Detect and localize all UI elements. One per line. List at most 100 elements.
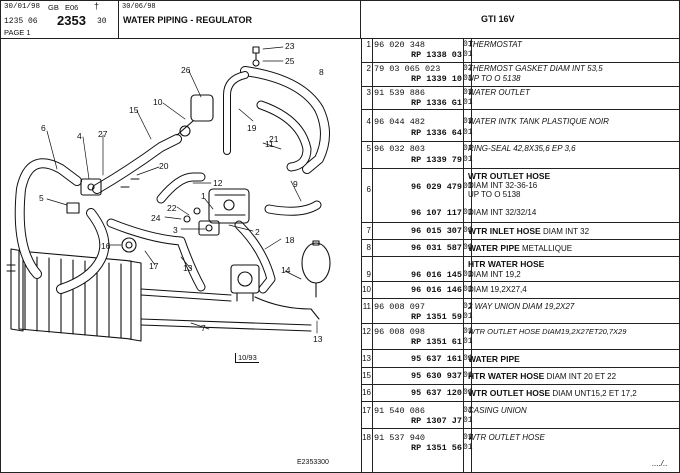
table-row: 10 96 016 146 01 DIAM 19,2X27,4: [362, 282, 679, 299]
part-reference: 96 008 098: [374, 327, 426, 337]
water-outlet-drawing: [176, 94, 214, 137]
part-name: WATER PIPE: [468, 243, 520, 253]
exploded-diagram: 23 25 26 8 10 15 19 6 4 27 11 20 12 9 5 …: [1, 39, 362, 472]
callout-2: 2: [255, 227, 260, 237]
item-number: 9: [366, 270, 371, 279]
callout-4: 4: [77, 131, 82, 141]
callout-20: 20: [159, 161, 169, 171]
part-reference: 79 03 065 023: [374, 64, 441, 74]
item-number: 11: [362, 302, 371, 311]
table-row: 4 96 044 482 RP 1336 64 01 01 WATER INTK…: [362, 110, 679, 142]
rp-code: RP 1339 10: [410, 74, 462, 84]
quantity: 01: [463, 285, 473, 294]
regulator-drawing: [230, 264, 260, 302]
rp-code: RP 1338 03: [410, 50, 462, 60]
part-note: UP TO O 5138: [468, 190, 521, 199]
part-name: WTR INLET HOSE: [468, 226, 541, 236]
part-reference: 95 637 120: [410, 388, 462, 398]
part-reference: 96 044 482: [374, 117, 426, 127]
quantity: 01: [463, 144, 473, 153]
callout-10: 10: [153, 97, 163, 107]
part-description: DIAM INT 32/32/14: [468, 208, 537, 217]
rp-code: RP 1351 61: [410, 337, 462, 347]
quantity: 01: [463, 388, 473, 397]
part-group-title: WTR OUTLET HOSE: [468, 171, 551, 181]
water-piping-drawing: 23 25 26 8 10 15 19 6 4 27 11 20 12 9 5 …: [6, 41, 331, 344]
callout-13-lower: 13: [313, 334, 323, 344]
callout-19: 19: [247, 123, 257, 133]
part-reference: 95 637 161: [410, 354, 462, 364]
part-reference: 96 031 587: [410, 243, 462, 253]
item-number: 3: [366, 88, 371, 97]
callout-13-upper: 13: [183, 263, 193, 273]
drawing-code: E2353300: [297, 459, 329, 466]
callout-25: 25: [285, 56, 295, 66]
table-row: 12 96 008 098 RP 1351 61 01 01 WTR OUTLE…: [362, 324, 679, 350]
callout-9: 9: [293, 179, 298, 189]
part-name: HTR WATER HOSE: [468, 371, 545, 381]
part-description: CASING UNION: [468, 406, 527, 415]
item-number: 15: [362, 371, 371, 380]
col-divider: [463, 39, 464, 472]
item-number: 13: [362, 354, 371, 363]
table-row: 2 79 03 065 023 RP 1339 10 02 01 THERMOS…: [362, 63, 679, 87]
callout-7: 7: [201, 323, 206, 333]
table-row: 6 WTR OUTLET HOSE 96 029 479 01 DIAM INT…: [362, 169, 679, 223]
item-number: 8: [366, 243, 371, 252]
callout-5: 5: [39, 193, 44, 203]
table-row: HTR WATER HOSE 9 96 016 145 01 DIAM INT …: [362, 257, 679, 282]
table-row: 18 91 537 940 RP 1351 56 01 01 WTR OUTLE…: [362, 429, 679, 472]
quantity: 01: [463, 117, 473, 126]
quantity: 01: [463, 155, 473, 164]
quantity: 01: [463, 443, 473, 452]
part-description: WATER INTK TANK PLASTIQUE NOIR: [468, 117, 609, 126]
quantity: 01: [463, 208, 473, 217]
callout-24: 24: [151, 213, 161, 223]
callout-27: 27: [98, 129, 108, 139]
part-name: WTR OUTLET HOSE: [468, 388, 551, 398]
callout-3: 3: [173, 225, 178, 235]
part-reference: 96 016 145: [410, 270, 462, 280]
callout-22: 22: [167, 203, 177, 213]
part-reference: 91 539 886: [374, 88, 426, 98]
rp-code: RP 1339 79: [410, 155, 462, 165]
part-reference: 91 540 086: [374, 406, 426, 416]
rp-code: RP 1351 59: [410, 312, 462, 322]
item-number: 6: [366, 185, 371, 194]
quantity: 01: [463, 406, 473, 415]
quantity: 01: [463, 337, 473, 346]
issue-date: 30/01/98: [4, 3, 41, 11]
parts-table: 1 96 020 348 RP 1338 03 01 01 THERMOSTAT…: [362, 39, 679, 472]
part-reference: 96 016 146: [410, 285, 462, 295]
part-reference: 96 032 803: [374, 144, 426, 154]
union-drawing: [66, 178, 102, 214]
part-description: RING-SEAL 42,8X35,6 EP 3,6: [468, 144, 576, 153]
thermostat-housing-drawing: [198, 188, 250, 236]
part-reference: 95 630 937: [410, 371, 462, 381]
callout-21: 21: [269, 134, 279, 144]
callout-15: 15: [129, 105, 139, 115]
part-description: THERMOST GASKET DIAM INT 53,5: [468, 64, 603, 73]
callout-17: 17: [149, 261, 159, 271]
quantity: 01: [463, 327, 473, 336]
quantity: 01: [463, 416, 473, 425]
quantity: 01: [463, 40, 473, 49]
callout-16: 16: [101, 241, 111, 251]
quantity: 02: [463, 64, 473, 73]
expansion-tank-drawing: [301, 240, 331, 298]
part-reference: 96 020 348: [374, 40, 426, 50]
part-reference: 96 008 097: [374, 302, 426, 312]
page-label: PAGE 1: [4, 28, 31, 37]
part-description: DIAM INT 32-36-16: [468, 181, 538, 190]
part-description: DIAM INT 19,2: [468, 270, 521, 279]
callout-1: 1: [201, 191, 206, 201]
item-number: 4: [366, 117, 371, 126]
part-reference: 96 107 117: [410, 208, 462, 218]
revision-date: 30/06/98: [122, 3, 156, 11]
quantity: 01: [463, 98, 473, 107]
quantity: 01: [463, 50, 473, 59]
part-description: 2 WAY UNION DIAM 19,2X27: [468, 302, 575, 311]
part-note: UP TO O 5138: [468, 74, 521, 83]
callout-26: 26: [181, 65, 191, 75]
